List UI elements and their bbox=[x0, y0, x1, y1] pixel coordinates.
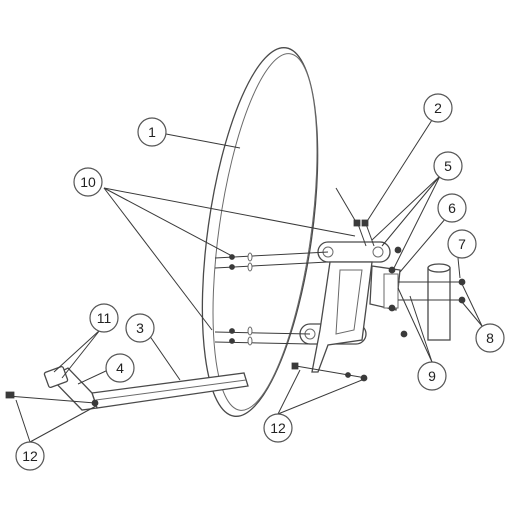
leader-lines bbox=[15, 119, 483, 443]
callout-6: 6 bbox=[437, 193, 467, 223]
callout-8: 8 bbox=[475, 323, 505, 353]
mast-clamp bbox=[383, 263, 466, 341]
callout-2: 2 bbox=[423, 93, 453, 123]
callout-11: 11 bbox=[89, 303, 119, 333]
callout-1: 1 bbox=[137, 117, 167, 147]
callout-10: 10 bbox=[73, 167, 103, 197]
callout-12-bottom: 12 bbox=[263, 413, 293, 443]
svg-text:12: 12 bbox=[270, 420, 286, 436]
hardware bbox=[5, 187, 408, 404]
callout-4: 4 bbox=[105, 353, 135, 383]
callout-12-left: 12 bbox=[15, 441, 45, 471]
svg-text:6: 6 bbox=[448, 200, 456, 216]
callout-5: 5 bbox=[433, 151, 463, 181]
callout-7: 7 bbox=[447, 229, 477, 259]
svg-text:8: 8 bbox=[486, 330, 494, 346]
svg-text:9: 9 bbox=[428, 368, 436, 384]
svg-text:7: 7 bbox=[458, 236, 466, 252]
svg-text:11: 11 bbox=[97, 310, 112, 326]
svg-text:1: 1 bbox=[148, 124, 156, 140]
svg-text:2: 2 bbox=[434, 100, 442, 116]
dish-reflector bbox=[201, 47, 319, 417]
svg-text:3: 3 bbox=[136, 320, 144, 336]
svg-text:5: 5 bbox=[444, 158, 452, 174]
svg-text:4: 4 bbox=[116, 360, 124, 376]
svg-text:12: 12 bbox=[22, 448, 38, 464]
svg-text:10: 10 bbox=[80, 174, 96, 190]
callout-3: 3 bbox=[125, 313, 155, 343]
feed-arm bbox=[43, 365, 249, 411]
callout-9: 9 bbox=[417, 361, 447, 391]
